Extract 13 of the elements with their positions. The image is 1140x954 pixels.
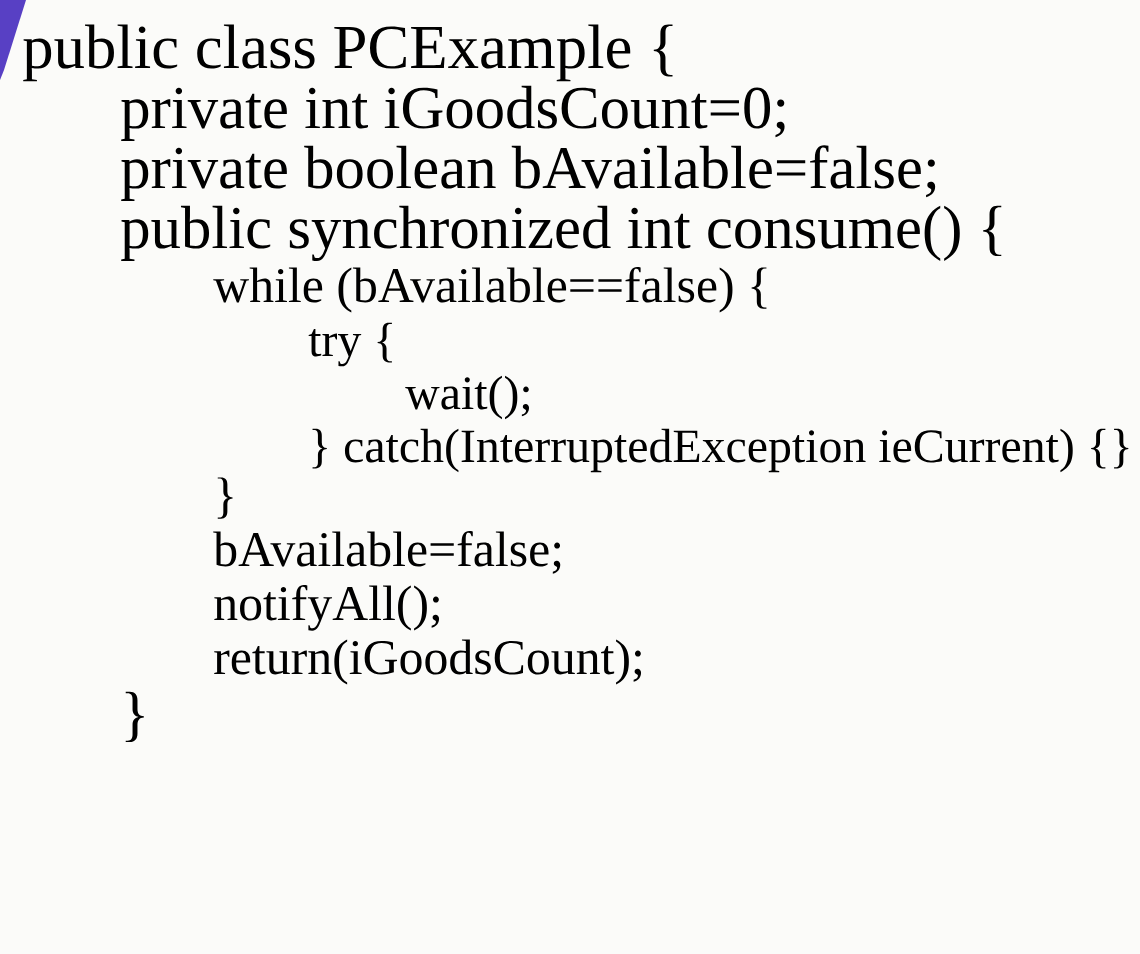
code-line: bAvailable=false; <box>213 530 561 574</box>
code-line: notifyAll(); <box>214 584 440 631</box>
code-line: public class PCExample { <box>23 24 673 82</box>
code-line: try { <box>308 322 392 367</box>
code-line: } <box>217 477 233 519</box>
code-line: } <box>125 691 144 743</box>
code-line: private boolean bAvailable=false; <box>121 145 936 201</box>
code-line: return(iGoodsCount); <box>214 639 642 685</box>
code-line: wait(); <box>405 375 530 420</box>
code-line: } catch(InterruptedException ieCurrent) {} <box>312 428 1129 473</box>
code-line: public synchronized int consume() { <box>121 205 1002 262</box>
code-line: while (bAvailable==false) { <box>213 266 767 313</box>
code-line: private int iGoodsCount=0; <box>121 85 785 141</box>
